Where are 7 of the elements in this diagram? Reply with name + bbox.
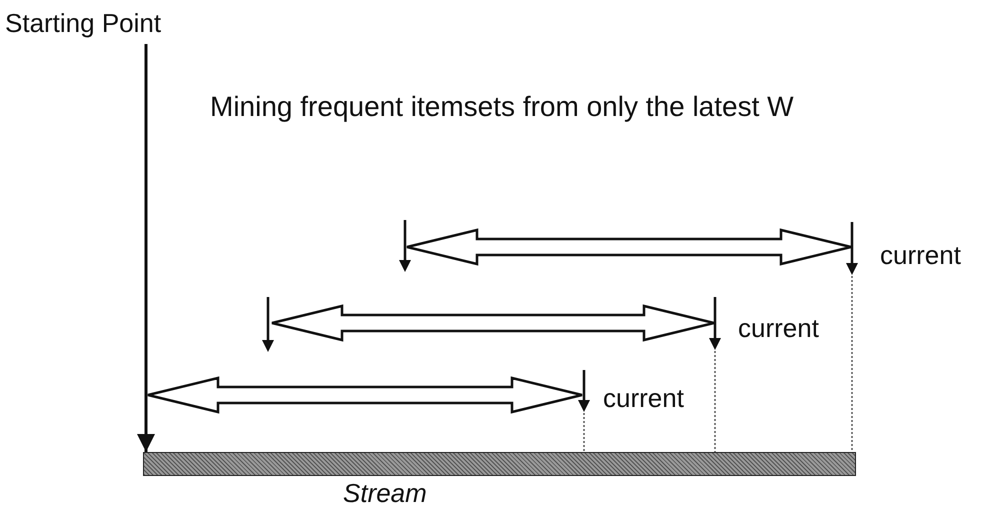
current-label: current — [603, 383, 684, 413]
start-label: Starting Point — [5, 8, 220, 42]
stream-label: Stream — [343, 478, 427, 508]
arrow — [137, 44, 155, 452]
heading-note: Mining frequent itemsets from only the latest W — [210, 92, 794, 122]
current-label: current — [880, 240, 961, 270]
current-label: current — [738, 313, 819, 343]
